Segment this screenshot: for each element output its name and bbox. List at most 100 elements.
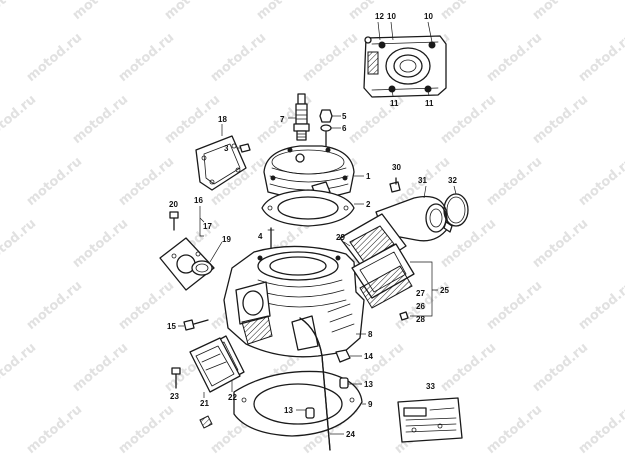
callout-2: 2: [366, 200, 371, 209]
callout-27: 27: [416, 289, 425, 298]
cover-gasket-18: [195, 124, 247, 191]
callout-30: 30: [392, 163, 401, 172]
o-ring-19: [191, 241, 223, 276]
watermark-text-16: motod.ru: [0, 92, 39, 147]
bolt-30: [389, 177, 401, 193]
bolt-28: [399, 311, 409, 321]
callout-29: 29: [336, 233, 345, 242]
callout-6: 6: [342, 124, 347, 133]
breather-hose: [299, 317, 344, 451]
washer-6: [320, 124, 341, 132]
watermark-text-6: motod.ru: [530, 0, 591, 23]
watermark-text-7: motod.ru: [622, 0, 625, 23]
base-gasket: [233, 370, 366, 437]
watermark-text-56: motod.ru: [24, 402, 85, 457]
reed-plate-26: [359, 265, 413, 309]
head-gasket: [261, 189, 364, 227]
watermark-text-38: motod.ru: [530, 216, 591, 271]
collar-13b: [296, 407, 315, 419]
watermark-text-48: motod.ru: [0, 340, 39, 395]
spark-plug: [288, 93, 310, 141]
watermark-text-46: motod.ru: [576, 278, 625, 333]
kit-box-33: [397, 397, 463, 443]
small-clip: [199, 415, 213, 429]
callout-10a: 10: [387, 12, 396, 21]
callout-11b: 11: [425, 99, 434, 108]
callout-25: 25: [440, 286, 449, 295]
callout-11a: 11: [390, 99, 399, 108]
collar-13a: [339, 377, 362, 389]
callout-3: 3: [224, 144, 229, 153]
watermark-text-57: motod.ru: [116, 402, 177, 457]
callout-4: 4: [258, 232, 263, 241]
callout-13a: 13: [364, 380, 373, 389]
callout-33: 33: [426, 382, 435, 391]
cylinder-top-inset: [363, 21, 447, 98]
callout-17: 17: [203, 222, 212, 231]
watermark-text-11: motod.ru: [300, 30, 361, 85]
watermark-text-0: motod.ru: [0, 0, 39, 23]
callout-labels: 12 10 10 11 11 7 5 6 18 3 1 2 30 31 32 1…: [167, 12, 457, 439]
callout-7: 7: [280, 115, 285, 124]
callout-26: 26: [416, 302, 425, 311]
watermark-text-61: motod.ru: [484, 402, 545, 457]
nut-14: [335, 349, 362, 363]
callout-28: 28: [416, 315, 425, 324]
callout-20: 20: [169, 200, 178, 209]
callout-5: 5: [342, 112, 347, 121]
callout-18: 18: [218, 115, 227, 124]
watermark-text-2: motod.ru: [162, 0, 223, 23]
watermark-text-49: motod.ru: [70, 340, 131, 395]
watermark-text-10: motod.ru: [208, 30, 269, 85]
watermark-text-33: motod.ru: [70, 216, 131, 271]
watermark-text-32: motod.ru: [0, 216, 39, 271]
valve-cover-21: [189, 337, 241, 398]
bolt-15: [178, 319, 209, 331]
watermark-text-3: motod.ru: [254, 0, 315, 23]
watermark-text-8: motod.ru: [24, 30, 85, 85]
watermark-text-62: motod.ru: [576, 402, 625, 457]
reed-valve-29: [339, 213, 407, 273]
watermark-text-29: motod.ru: [484, 154, 545, 209]
watermark-text-17: motod.ru: [70, 92, 131, 147]
callout-19: 19: [222, 235, 231, 244]
callout-24: 24: [346, 430, 355, 439]
callout-23: 23: [170, 392, 179, 401]
callout-13b: 13: [284, 406, 293, 415]
head-nut-5: [319, 109, 341, 123]
watermark-text-30: motod.ru: [576, 154, 625, 209]
exhaust-port-gasket: [159, 206, 215, 291]
callout-9: 9: [368, 400, 373, 409]
callout-14: 14: [364, 352, 373, 361]
watermark-text-1: motod.ru: [70, 0, 131, 23]
callout-21: 21: [200, 399, 209, 408]
callout-15: 15: [167, 322, 176, 331]
watermark-text-9: motod.ru: [116, 30, 177, 85]
watermark-text-18: motod.ru: [162, 92, 223, 147]
cylinder-block: [223, 245, 366, 358]
callout-10b: 10: [424, 12, 433, 21]
callout-32: 32: [448, 176, 457, 185]
bracket-25: [410, 261, 438, 317]
watermark-text-21: motod.ru: [438, 92, 499, 147]
watermark-text-40: motod.ru: [24, 278, 85, 333]
hose-clamp-32: [443, 185, 469, 233]
bolt-23: [171, 367, 181, 389]
watermark-text-5: motod.ru: [438, 0, 499, 23]
callout-8: 8: [368, 330, 373, 339]
bolt-20: [169, 211, 179, 231]
callout-22: 22: [228, 393, 237, 402]
watermark-text-53: motod.ru: [438, 340, 499, 395]
callout-12: 12: [375, 12, 384, 21]
callout-16: 16: [194, 196, 203, 205]
watermark-text-24: motod.ru: [24, 154, 85, 209]
watermark-text-45: motod.ru: [484, 278, 545, 333]
callout-1: 1: [366, 172, 371, 181]
watermark-text-13: motod.ru: [484, 30, 545, 85]
callout-31: 31: [418, 176, 427, 185]
watermark-text-54: motod.ru: [530, 340, 591, 395]
watermark-text-25: motod.ru: [116, 154, 177, 209]
watermark-text-22: motod.ru: [530, 92, 591, 147]
